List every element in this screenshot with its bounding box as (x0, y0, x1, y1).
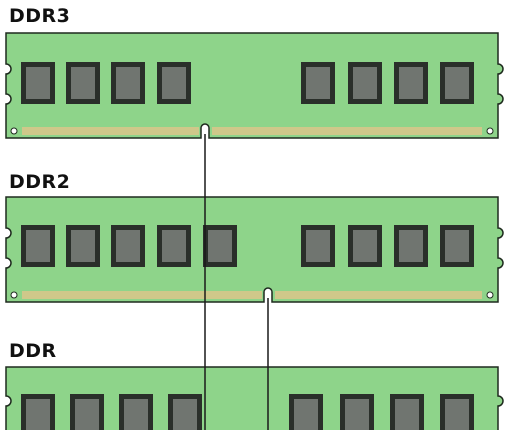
ddr3-contacts-right (212, 127, 482, 135)
ddr2-contacts-right (275, 291, 482, 299)
ddr3-hole-left (10, 127, 18, 135)
ddr3-chip (21, 62, 55, 104)
ddr3-chip (111, 62, 145, 104)
ddr-chip (168, 394, 202, 430)
ddr3-hole-right (486, 127, 494, 135)
ddr-chip (440, 394, 474, 430)
ddr2-chip (21, 225, 55, 267)
ddr3-chip (348, 62, 382, 104)
ddr-module (5, 366, 504, 430)
ddr3-chip (301, 62, 335, 104)
ddr2-chip (157, 225, 191, 267)
ddr-chip (21, 394, 55, 430)
ddr3-chip (440, 62, 474, 104)
ddr2-hole-right (486, 291, 494, 299)
ddr2-chip (111, 225, 145, 267)
ddr3-contacts-left (22, 127, 199, 135)
ddr2-chip (394, 225, 428, 267)
ddr2-label: DDR2 (9, 171, 71, 193)
ddr-chip (390, 394, 424, 430)
ddr2-chip (203, 225, 237, 267)
ddr2-chip (301, 225, 335, 267)
ddr3-pcb (5, 32, 504, 139)
ddr-label: DDR (9, 340, 57, 362)
ddr2-contacts-left (22, 291, 262, 299)
ddr2-chip (440, 225, 474, 267)
ddr3-chip (157, 62, 191, 104)
ddr3-module (5, 32, 504, 139)
ddr2-chip (66, 225, 100, 267)
ddr2-chip (348, 225, 382, 267)
ddr2-pcb (5, 196, 504, 303)
ddr3-chip (66, 62, 100, 104)
ddr2-module (5, 196, 504, 303)
ddr3-label: DDR3 (9, 5, 71, 27)
ddr-chip (119, 394, 153, 430)
ddr-chip (289, 394, 323, 430)
ddr3-chip (394, 62, 428, 104)
ddr-chip (340, 394, 374, 430)
ddr-chip (70, 394, 104, 430)
ddr2-hole-left (10, 291, 18, 299)
